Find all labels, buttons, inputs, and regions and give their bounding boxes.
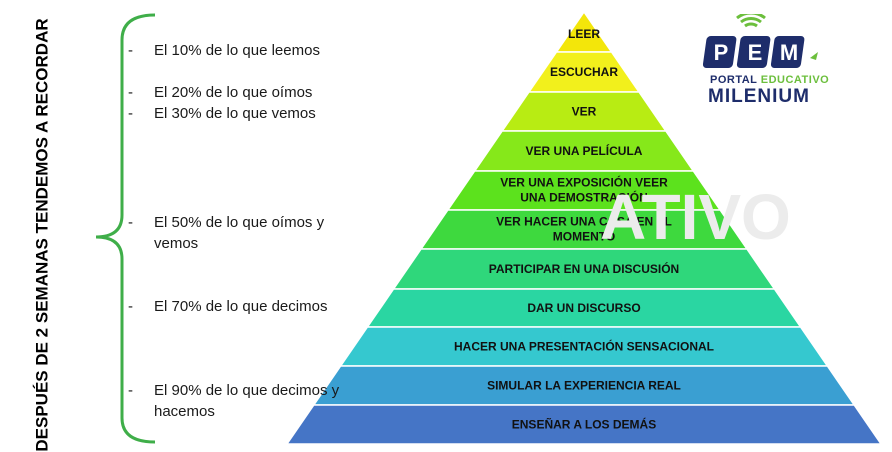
- retention-note: - El 20% de lo que oímos: [128, 82, 344, 103]
- note-dash: -: [128, 42, 133, 59]
- pyramid-layer-label: LEER: [568, 27, 600, 41]
- pyramid-layer-label: HACER UNA PRESENTACIÓN SENSACIONAL: [454, 339, 714, 354]
- pyramid-layer-label: VER: [572, 105, 597, 119]
- retention-note: - El 70% de lo que decimos: [128, 296, 344, 317]
- logo-educativo-text: EDUCATIVO: [760, 74, 830, 86]
- pyramid-layer-label: VER UNA PELÍCULA: [526, 143, 643, 158]
- pyramid-layer-label: DAR UN DISCURSO: [527, 301, 640, 315]
- logo-line1: PORTAL EDUCATIVO: [710, 74, 829, 86]
- logo-badge-block: [770, 36, 805, 68]
- logo-badge-letter: P: [714, 40, 729, 65]
- note-text: El 20% de lo que oímos: [154, 84, 313, 101]
- pyramid-layer: [285, 404, 883, 445]
- note-dash: -: [128, 214, 133, 231]
- note-dash: -: [128, 84, 133, 101]
- logo-badge-block: [702, 36, 737, 68]
- retention-note: - El 90% de lo que decimos y hacemos: [128, 380, 344, 422]
- pyramid-layer-label: ESCUCHAR: [550, 65, 618, 79]
- logo-milenium-text: MILENIUM: [708, 86, 810, 107]
- retention-note: - El 50% de lo que oímos y vemos: [128, 212, 344, 254]
- side-title-text: DESPUÉS DE 2 SEMANAS TENDEMOS A RECORDAR: [32, 18, 52, 452]
- note-dash: -: [128, 382, 133, 399]
- note-text: El 50% de lo que oímos y vemos: [154, 214, 325, 252]
- side-title: DESPUÉS DE 2 SEMANAS TENDEMOS A RECORDAR: [0, 0, 80, 452]
- note-dash: -: [128, 298, 133, 315]
- watermark-text: ATIVO: [600, 181, 791, 253]
- note-text: El 10% de lo que leemos: [154, 42, 320, 59]
- retention-note: - El 30% de lo que vemos: [128, 103, 344, 124]
- pyramid-layer-label: SIMULAR LA EXPERIENCIA REAL: [487, 379, 681, 393]
- note-text: El 70% de lo que decimos: [154, 298, 328, 315]
- pyramid-layer-label: PARTICIPAR EN UNA DISCUSIÓN: [489, 261, 679, 276]
- logo-badge-letter: M: [780, 40, 798, 65]
- curly-bracket: [95, 13, 156, 444]
- note-dash: -: [128, 105, 133, 122]
- logo-badge-block: [736, 36, 771, 68]
- pyramid: LEER ESCUCHAR VER VER UNA PELÍCULA VER UNA E…: [285, 10, 883, 445]
- logo-portal-text: PORTAL: [710, 74, 761, 86]
- note-text: El 90% de lo que decimos y hacemos: [154, 382, 340, 420]
- retention-note: - El 10% de lo que leemos: [128, 40, 344, 61]
- pyramid-layer-label: ENSEÑAR A LOS DEMÁS: [512, 417, 656, 432]
- note-text: El 30% de lo que vemos: [154, 105, 316, 122]
- logo-badge-letter: E: [748, 40, 763, 65]
